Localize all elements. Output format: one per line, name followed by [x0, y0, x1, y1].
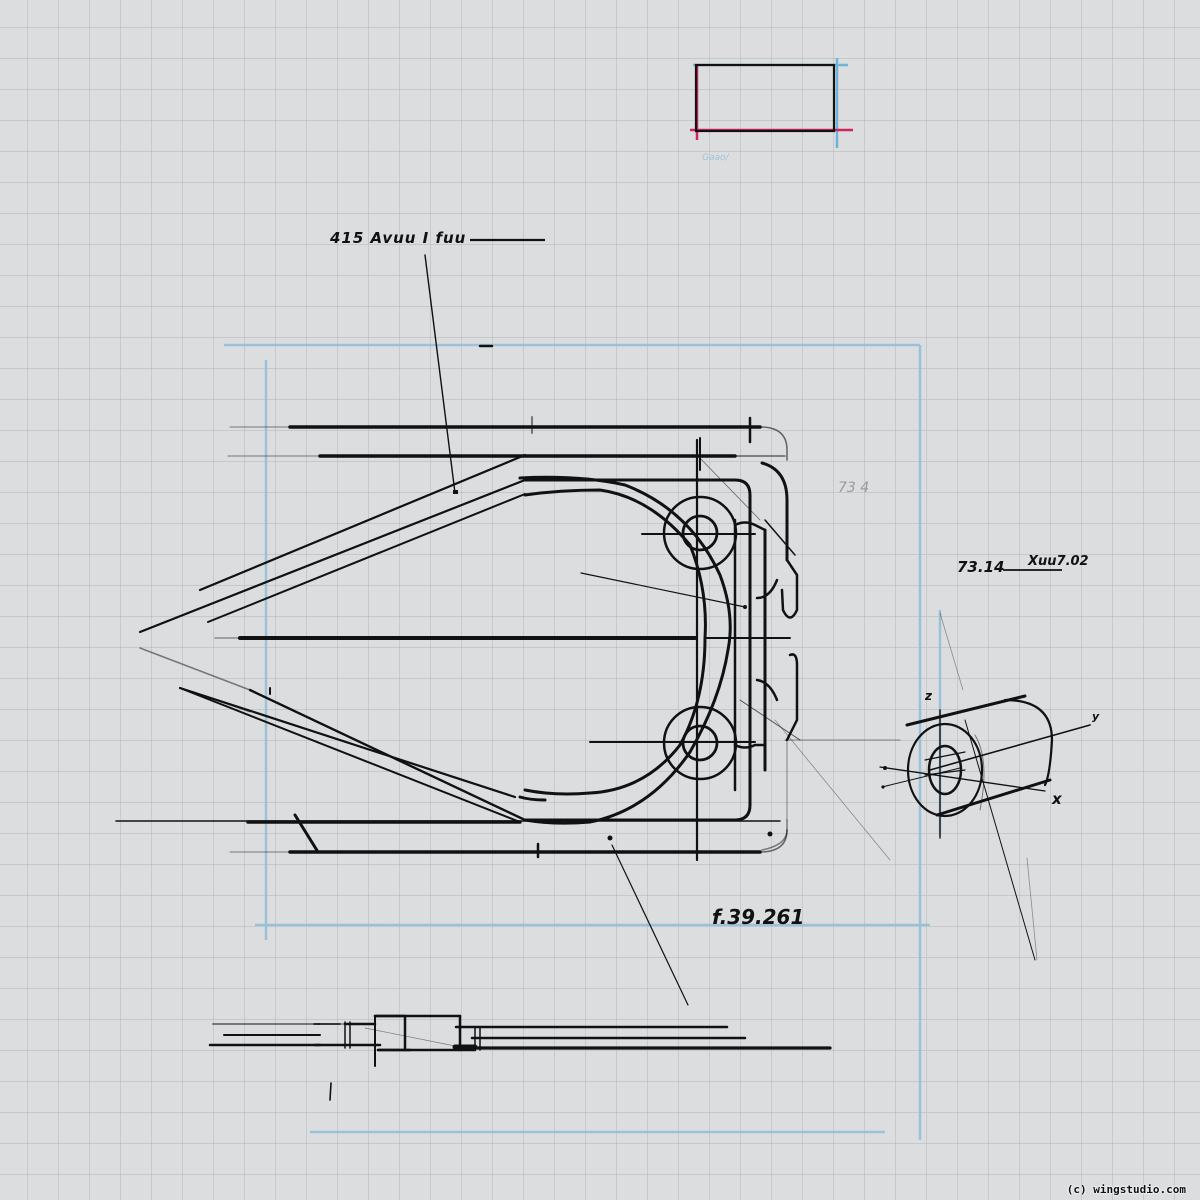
main-plate-drawing	[115, 254, 901, 1006]
copyright-credit: (c) wingstudio.com	[1066, 1183, 1186, 1196]
faint-note: 73 4	[838, 480, 869, 496]
axis-label-y: y	[1092, 710, 1100, 723]
leader-annotation-top: 415 Avuu I fuu	[329, 229, 466, 247]
axis-label-z: z	[924, 689, 933, 703]
dimension-right-sub: Xuu7.02	[1027, 554, 1089, 569]
legend-note: Gaao/	[702, 153, 730, 163]
dimension-bottom: f.39.261	[712, 905, 804, 929]
axis-label-x: x	[1051, 790, 1063, 808]
isometric-cylinder	[879, 612, 1091, 961]
legend-rectangle	[690, 58, 853, 148]
dimension-right: 73.14	[957, 558, 1004, 576]
side-elevation-drawing	[208, 1014, 832, 1101]
blue-guide-frame	[224, 343, 942, 1140]
